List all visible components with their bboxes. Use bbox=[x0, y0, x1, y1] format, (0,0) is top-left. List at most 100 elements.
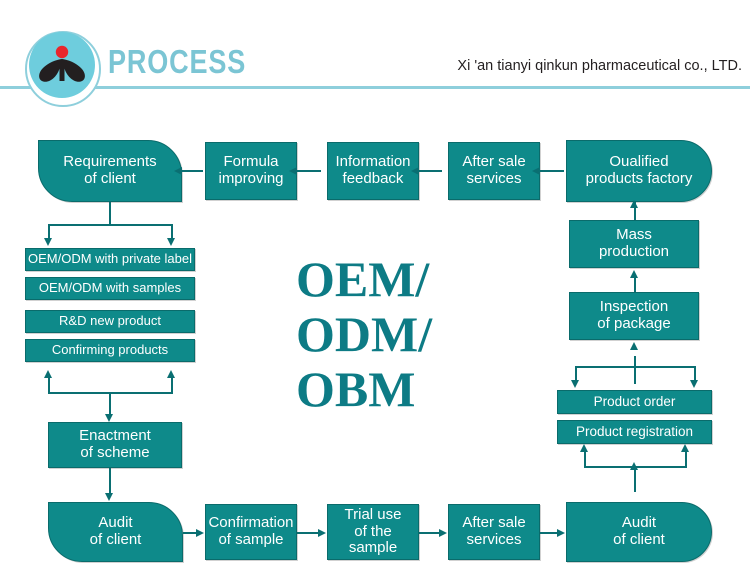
arrow-head-down bbox=[104, 414, 113, 422]
box-label: OEM/ODM with private label bbox=[28, 251, 192, 267]
box-line-1: Trial use bbox=[344, 505, 402, 523]
flow-box-mass-production[interactable]: Mass production bbox=[569, 220, 699, 268]
connector-line bbox=[182, 170, 203, 172]
arrow-head-up bbox=[579, 444, 588, 452]
box-line-1: After sale bbox=[462, 153, 526, 171]
arrow-head-right bbox=[439, 528, 447, 537]
box-line-1: Audit bbox=[98, 514, 133, 532]
connector-line bbox=[297, 170, 321, 172]
flow-box-rd-new-product[interactable]: R&D new product bbox=[25, 310, 195, 333]
flow-box-enactment-of-scheme[interactable]: Enactment of scheme bbox=[48, 422, 182, 468]
flow-box-information-feedback[interactable]: Information feedback bbox=[327, 142, 419, 200]
connector-line bbox=[109, 202, 111, 226]
box-line-2: services bbox=[466, 170, 522, 187]
connector-line bbox=[183, 532, 197, 534]
arrow-head-left bbox=[174, 166, 182, 175]
connector-line bbox=[48, 224, 172, 226]
flow-box-audit-of-client-right[interactable]: Audit of client bbox=[566, 502, 712, 562]
arrow-head-down bbox=[104, 493, 113, 501]
box-line-1: Audit bbox=[621, 514, 657, 532]
connector-line bbox=[634, 356, 636, 384]
arrow-head-up bbox=[43, 370, 52, 378]
flow-box-after-sale-services-bottom[interactable]: After sale services bbox=[448, 504, 540, 560]
arrow-head-down bbox=[166, 238, 175, 246]
flow-box-after-sale-services-top[interactable]: After sale services bbox=[448, 142, 540, 200]
box-line-2: products factory bbox=[585, 170, 693, 187]
connector-line bbox=[48, 378, 50, 394]
box-label: R&D new product bbox=[59, 313, 161, 329]
arrow-head-up bbox=[629, 462, 638, 470]
headline-line-1: OEM/ bbox=[296, 251, 430, 307]
connector-line bbox=[634, 276, 636, 292]
flow-box-oem-odm-private-label[interactable]: OEM/ODM with private label bbox=[25, 248, 195, 271]
box-line-1: Formula bbox=[223, 153, 279, 171]
box-line-1: Information bbox=[335, 153, 411, 171]
flow-box-inspection-of-package[interactable]: Inspection of package bbox=[569, 292, 699, 340]
connector-line bbox=[109, 468, 111, 496]
company-logo bbox=[22, 28, 104, 110]
lotus-figure-logo-icon bbox=[39, 45, 85, 82]
headline-block: OEM/ ODM/ OBM bbox=[296, 252, 476, 417]
arrow-head-right bbox=[318, 528, 326, 537]
box-label: Confirming products bbox=[51, 342, 169, 358]
box-line-1: Inspection bbox=[599, 298, 669, 316]
flow-box-formula-improving[interactable]: Formula improving bbox=[205, 142, 297, 200]
flow-box-audit-of-client-left[interactable]: Audit of client bbox=[48, 502, 183, 562]
connector-line bbox=[540, 170, 564, 172]
connector-line bbox=[634, 202, 636, 220]
flow-box-confirmation-of-sample[interactable]: Confirmation of sample bbox=[205, 504, 297, 560]
company-name: Xi 'an tianyi qinkun pharmaceutical co.,… bbox=[457, 58, 742, 74]
headline-line-2: ODM/ bbox=[296, 306, 433, 362]
connector-line bbox=[419, 170, 442, 172]
connector-line bbox=[419, 532, 440, 534]
page-title: PROCESS bbox=[108, 43, 247, 80]
box-line-2: of client bbox=[613, 531, 665, 548]
box-line-1: Requirements bbox=[63, 153, 157, 171]
connector-line bbox=[540, 532, 558, 534]
box-line-2: of client bbox=[89, 531, 142, 548]
box-line-1: Mass bbox=[616, 226, 652, 244]
connector-line bbox=[634, 466, 636, 492]
flow-box-qualified-products-factory[interactable]: Oualified products factory bbox=[566, 140, 712, 202]
arrow-head-right bbox=[557, 528, 565, 537]
box-line-1: Confirmation bbox=[208, 514, 294, 532]
box-line-2: services bbox=[466, 531, 522, 548]
connector-line bbox=[297, 532, 319, 534]
flow-box-confirming-products[interactable]: Confirming products bbox=[25, 339, 195, 362]
connector-line bbox=[575, 366, 695, 368]
arrow-head-up bbox=[629, 270, 638, 278]
arrow-head-left bbox=[289, 166, 297, 175]
header-divider bbox=[0, 86, 750, 89]
arrow-head-down bbox=[570, 380, 579, 388]
connector-line bbox=[575, 366, 577, 382]
connector-line bbox=[694, 366, 696, 382]
arrow-head-right bbox=[196, 528, 204, 537]
box-line-2: of sample bbox=[218, 531, 284, 548]
box-line-2: of the sample bbox=[348, 522, 398, 557]
arrow-head-up bbox=[629, 200, 638, 208]
flow-box-oem-odm-with-samples[interactable]: OEM/ODM with samples bbox=[25, 277, 195, 300]
arrow-head-down bbox=[689, 380, 698, 388]
box-line-2: of package bbox=[597, 315, 671, 332]
box-label: OEM/ODM with samples bbox=[38, 280, 182, 296]
connector-line bbox=[171, 378, 173, 394]
connector-line bbox=[171, 224, 173, 240]
box-line-2: improving bbox=[218, 170, 284, 187]
connector-line bbox=[48, 224, 50, 240]
box-line-2: feedback bbox=[342, 170, 404, 187]
box-label: Product registration bbox=[575, 424, 694, 440]
arrow-head-up bbox=[680, 444, 689, 452]
box-line-1: Oualified bbox=[609, 153, 669, 171]
box-line-2: production bbox=[598, 243, 670, 260]
arrow-head-up bbox=[166, 370, 175, 378]
flow-box-product-registration[interactable]: Product registration bbox=[557, 420, 712, 444]
flow-box-product-order[interactable]: Product order bbox=[557, 390, 712, 414]
box-line-1: After sale bbox=[462, 514, 526, 532]
connector-line bbox=[109, 392, 111, 416]
flow-box-requirements-of-client[interactable]: Requirements of client bbox=[38, 140, 182, 202]
arrow-head-left bbox=[532, 166, 540, 175]
connector-line bbox=[685, 452, 687, 468]
box-line-2: of client bbox=[84, 170, 136, 187]
flow-box-trial-use-of-the-sample[interactable]: Trial use of the sample bbox=[327, 504, 419, 560]
